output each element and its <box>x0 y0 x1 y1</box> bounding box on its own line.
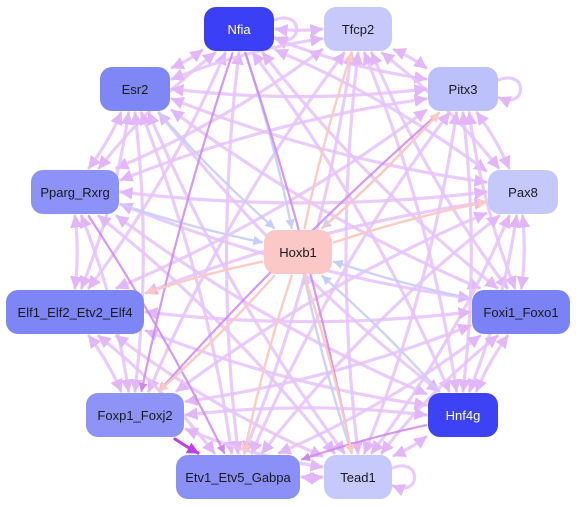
edge-etv1-etv5-gabpa-to-tead1 <box>300 472 324 485</box>
edge-hnf4g-to-tead1 <box>392 435 428 458</box>
node-pitx3[interactable]: Pitx3 <box>428 67 498 111</box>
edge-pparg-rxrg-to-elf1-elf2-etv2-elf4 <box>70 214 83 290</box>
edge-foxp1-foxj2-to-tead1 <box>184 427 324 472</box>
node-label: Foxi1_Foxo1 <box>483 304 559 320</box>
edge-hoxb1-to-elf1-elf2-etv2-elf4 <box>144 260 264 295</box>
node-pax8[interactable]: Pax8 <box>488 170 558 214</box>
node-pparg-rxrg[interactable]: Pparg_Rxrg <box>31 170 119 214</box>
node-label: Pitx3 <box>448 81 478 97</box>
node-elf1-elf2-etv2-elf4[interactable]: Elf1_Elf2_Etv2_Elf4 <box>6 290 144 334</box>
edges-layer <box>70 16 531 497</box>
node-label: Hoxb1 <box>279 244 317 260</box>
node-tfcp2[interactable]: Tfcp2 <box>324 7 392 51</box>
node-label: Etv1_Etv5_Gabpa <box>185 469 291 485</box>
node-label: Hnf4g <box>445 407 481 423</box>
edge-hoxb1-to-tfcp2 <box>303 51 354 230</box>
edge-esr2-to-hoxb1 <box>157 111 276 230</box>
node-label: Pparg_Rxrg <box>40 184 110 200</box>
node-label: Tead1 <box>340 469 376 485</box>
edge-hoxb1-to-pitx3 <box>321 111 440 230</box>
edge-hnf4g-to-etv1-etv5-gabpa <box>300 424 428 462</box>
edge-tead1-to-tead1 <box>390 464 417 497</box>
edge-nfia-to-foxp1-foxj2 <box>138 51 234 393</box>
node-hoxb1[interactable]: Hoxb1 <box>264 230 332 274</box>
node-hnf4g[interactable]: Hnf4g <box>428 393 498 437</box>
edge-hnf4g-to-hoxb1 <box>321 274 440 393</box>
edge-tead1-to-hoxb1 <box>301 274 353 455</box>
node-foxi1-foxo1[interactable]: Foxi1_Foxo1 <box>472 290 570 334</box>
edge-hoxb1-to-etv1-etv5-gabpa <box>241 274 293 455</box>
edge-hoxb1-to-pax8 <box>332 198 488 244</box>
node-foxp1-foxj2[interactable]: Foxp1_Foxj2 <box>86 393 184 437</box>
node-tead1[interactable]: Tead1 <box>324 455 392 499</box>
edge-hoxb1-to-foxp1-foxj2 <box>157 274 276 393</box>
node-etv1-etv5-gabpa[interactable]: Etv1_Etv5_Gabpa <box>176 455 300 499</box>
edge-foxi1-foxo1-to-hoxb1 <box>332 259 472 300</box>
edge-foxp1-foxj2-to-hnf4g <box>184 406 428 420</box>
node-nfia[interactable]: Nfia <box>204 7 274 51</box>
node-label: Foxp1_Foxj2 <box>97 407 173 423</box>
edge-pparg-rxrg-to-hoxb1 <box>119 203 264 246</box>
edge-nfia-to-tfcp2 <box>274 24 324 37</box>
edge-hoxb1-to-tead1 <box>303 274 355 455</box>
edge-pax8-to-foxi1-foxo1 <box>516 214 531 290</box>
edge-elf1-elf2-etv2-elf4-to-foxi1-foxo1 <box>144 307 472 324</box>
edge-foxp1-foxj2-to-etv1-etv5-gabpa <box>173 437 200 455</box>
node-label: Esr2 <box>121 81 149 97</box>
node-label: Nfia <box>227 21 251 37</box>
edge-pparg-rxrg-to-etv1-etv5-gabpa <box>87 214 226 455</box>
node-label: Pax8 <box>508 184 538 200</box>
node-label: Tfcp2 <box>341 21 375 37</box>
node-esr2[interactable]: Esr2 <box>100 67 170 111</box>
node-label: Elf1_Elf2_Etv2_Elf4 <box>17 304 133 320</box>
